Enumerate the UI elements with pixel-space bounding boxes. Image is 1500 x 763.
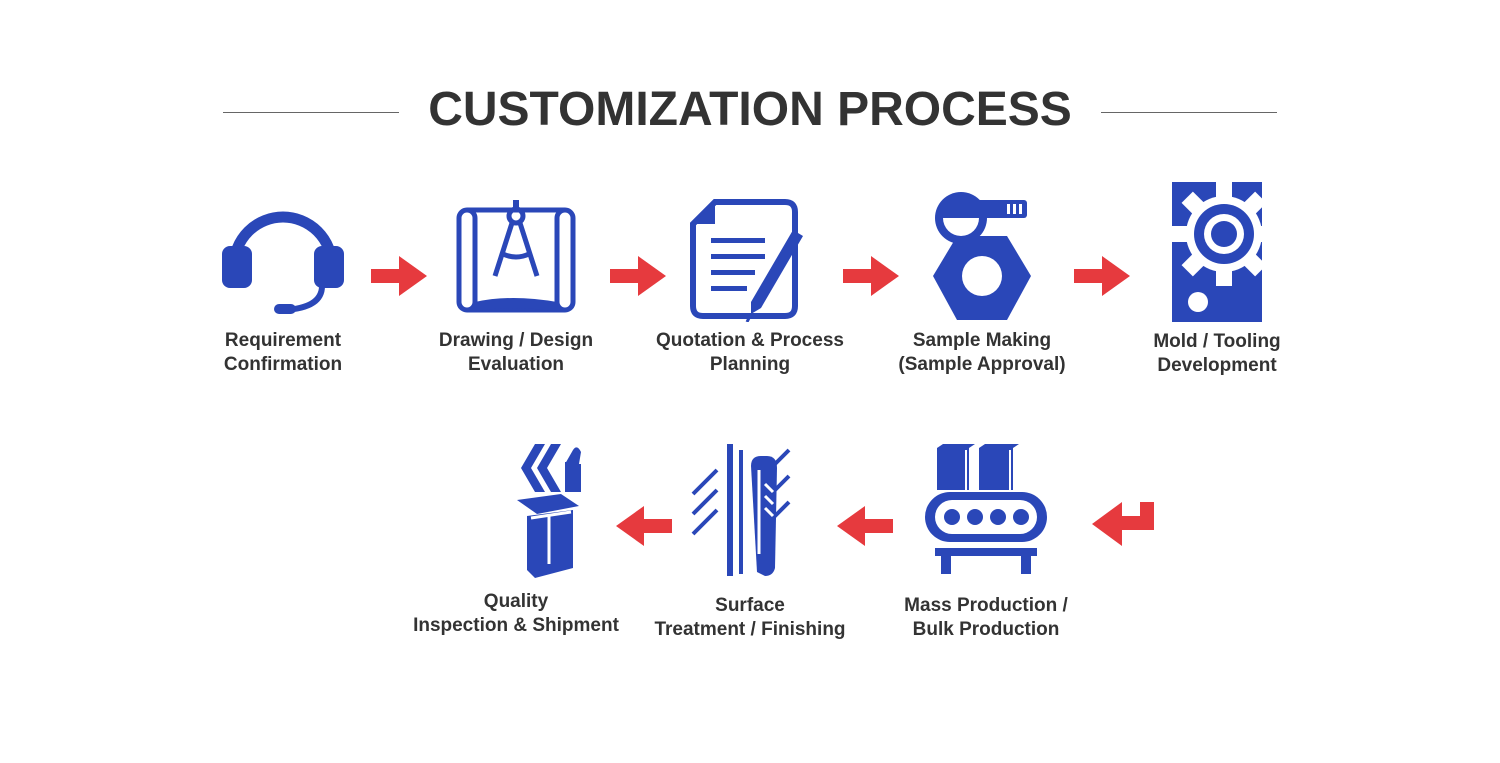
cutter-hex-nut-icon: [933, 192, 1031, 320]
step-label-line1: Mass Production /: [904, 595, 1068, 616]
step-quotation-process-planning: Quotation & Process Planning: [630, 196, 870, 377]
arrow-right-icon: [1074, 256, 1130, 296]
arrow-turn-left-icon: [1092, 502, 1154, 546]
arrow-left-icon: [837, 506, 893, 546]
step-sample-making: Sample Making (Sample Approval): [862, 186, 1102, 377]
box-thumbs-up-icon: [517, 444, 581, 578]
arrow-right-icon: [610, 256, 666, 296]
step-label-line1: Mold / Tooling: [1153, 331, 1281, 352]
step-label-line1: Requirement: [224, 330, 342, 351]
arrow-left-icon: [616, 506, 672, 546]
step-mass-production: Mass Production / Bulk Production: [866, 444, 1106, 642]
title-divider-left: [223, 112, 399, 113]
arrow-right-icon: [371, 256, 427, 296]
step-drawing-design-evaluation: Drawing / Design Evaluation: [396, 196, 636, 377]
step-requirement-confirmation: Requirement Confirmation: [163, 196, 403, 377]
step-label-line2: Evaluation: [467, 354, 565, 375]
step-label-line1: Quotation & Process: [656, 330, 844, 351]
step-label-line1: Quality: [483, 591, 549, 612]
step-mold-tooling-development: Mold / Tooling Development: [1097, 182, 1337, 378]
surface-finishing-icon: [691, 444, 791, 576]
step-label-line2: Inspection & Shipment: [413, 615, 619, 636]
step-surface-treatment: Surface Treatment / Finishing: [630, 444, 870, 642]
headset-icon: [222, 211, 344, 314]
step-label-line1: Sample Making: [912, 330, 1052, 351]
step-label-line1: Drawing / Design: [438, 330, 594, 351]
step-label-line2: Confirmation: [223, 354, 343, 375]
step-label-line1: Surface: [715, 595, 785, 616]
step-label-line2: (Sample Approval): [898, 354, 1066, 375]
arrow-right-icon: [843, 256, 899, 296]
step-label-line2: Development: [1157, 355, 1277, 376]
document-pen-icon: [690, 199, 803, 322]
title-divider-right: [1101, 112, 1277, 113]
step-label-line2: Bulk Production: [912, 619, 1060, 640]
mold-gear-icon: [1172, 182, 1276, 322]
page-title: CUSTOMIZATION PROCESS: [428, 83, 1072, 136]
blueprint-compass-icon: [456, 200, 576, 313]
title-row: CUSTOMIZATION PROCESS: [0, 78, 1500, 142]
step-label-line2: Planning: [709, 354, 791, 375]
conveyor-belt-icon: [925, 444, 1047, 574]
step-quality-inspection-shipment: Quality Inspection & Shipment: [396, 444, 636, 638]
step-label-line2: Treatment / Finishing: [654, 619, 846, 640]
